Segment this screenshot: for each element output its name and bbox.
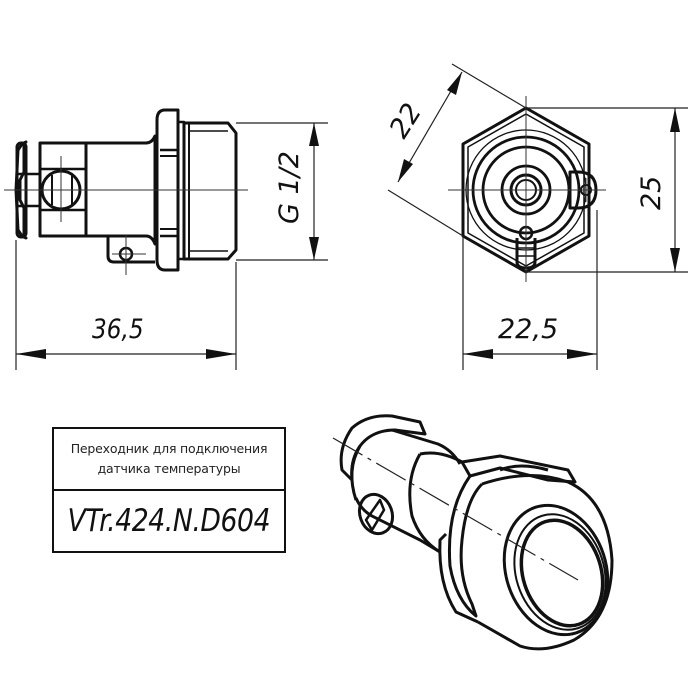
thread-label: G 1/2 xyxy=(274,151,305,224)
isometric-view xyxy=(339,414,614,651)
part-code: VTr.424.N.D604 xyxy=(67,503,271,539)
title-block: Переходник для подключения датчика темпе… xyxy=(52,427,286,553)
title-description: Переходник для подключения датчика темпе… xyxy=(54,429,284,491)
length-dimension-label: 36,5 xyxy=(92,313,144,344)
end-view-dimensions xyxy=(387,63,688,370)
title-code-cell: VTr.424.N.D604 xyxy=(54,491,284,551)
end-view-centerlines xyxy=(448,96,606,282)
side-view-dimensions xyxy=(15,122,328,370)
description-line-1: Переходник для подключения xyxy=(70,441,268,456)
isometric-axis xyxy=(332,437,579,581)
across-flats-label: 22 xyxy=(384,98,428,144)
across-corners-label: 25 xyxy=(636,176,667,210)
description-line-2: датчика температуры xyxy=(97,461,241,476)
width-dimension-label: 22,5 xyxy=(498,314,558,345)
side-view-centerlines xyxy=(4,156,248,275)
